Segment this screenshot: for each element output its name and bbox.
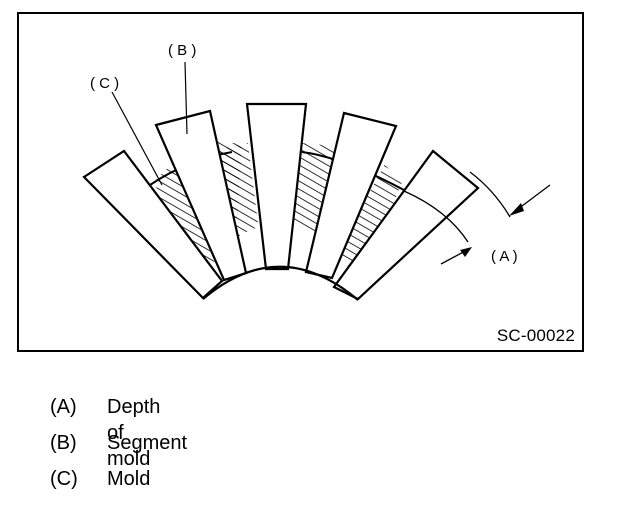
leader-line-b: [184, 61, 188, 135]
legend-key: (A): [50, 396, 77, 418]
figure-code: SC-00022: [496, 326, 575, 345]
legend-text: Depth of mold: [107, 396, 161, 470]
legend-text: Segment: [107, 432, 188, 454]
legend-text: Mold: [107, 468, 151, 490]
legend-key: (B): [50, 432, 77, 454]
segment: [245, 102, 308, 271]
callout-b: ( B ): [168, 42, 196, 59]
hub-arc: [202, 265, 359, 301]
callout-a: ( A ): [491, 248, 518, 265]
segment: [304, 111, 398, 280]
figure-frame: ( B ) ( C ) ( A ) SC-00022: [17, 12, 584, 352]
legend-key: (C): [50, 468, 78, 490]
dimension-arc-outer: [469, 171, 511, 218]
dimension-arrowhead: [460, 247, 472, 257]
dimension-arc-inner: [403, 190, 469, 243]
segment: [82, 149, 224, 300]
segment-mold-diagram: ( B ) ( C ) ( A ): [82, 42, 551, 301]
callout-c: ( C ): [90, 75, 119, 92]
leader-line-c: [111, 91, 163, 186]
dimension-arrowhead: [509, 203, 524, 216]
